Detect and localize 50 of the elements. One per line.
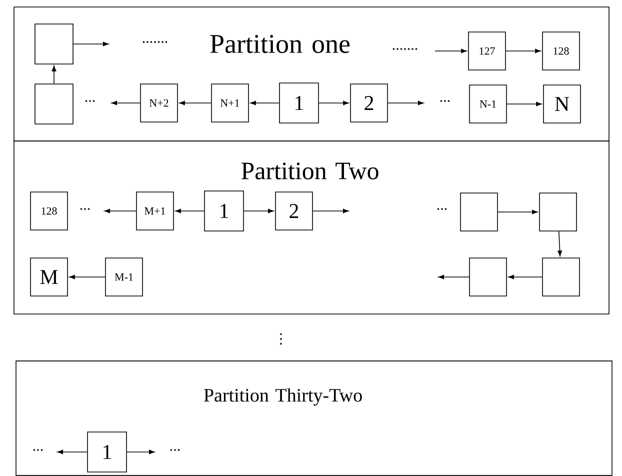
element-box: M bbox=[30, 258, 68, 296]
arrow bbox=[57, 450, 88, 454]
empty-box bbox=[469, 258, 507, 296]
arrow bbox=[104, 208, 136, 214]
arrow bbox=[506, 48, 541, 54]
element-box: 1 bbox=[204, 190, 244, 232]
arrow bbox=[434, 48, 467, 54]
element-box: 1 bbox=[87, 432, 127, 472]
ellipsis: ... bbox=[440, 100, 450, 102]
element-box: 2 bbox=[275, 192, 313, 230]
empty-box bbox=[34, 84, 74, 124]
arrow bbox=[438, 274, 470, 280]
arrow bbox=[126, 450, 155, 454]
ellipsis: ... bbox=[437, 208, 447, 210]
ellipsis: ... bbox=[170, 449, 180, 451]
arrow bbox=[388, 100, 424, 106]
element-box: 128 bbox=[542, 32, 580, 70]
ellipsis: ... bbox=[85, 100, 95, 102]
element-box: N-1 bbox=[469, 84, 507, 124]
ellipsis: ... bbox=[33, 449, 43, 451]
empty-box bbox=[460, 192, 498, 232]
arrow bbox=[250, 100, 280, 106]
element-box: 2 bbox=[350, 84, 388, 122]
element-box: 127 bbox=[468, 32, 506, 70]
arrow bbox=[508, 274, 542, 280]
element-box: M-1 bbox=[105, 258, 143, 296]
element-box: N+1 bbox=[211, 84, 249, 122]
empty-box bbox=[542, 258, 580, 296]
empty-box bbox=[34, 24, 74, 64]
empty-box bbox=[539, 192, 577, 232]
arrow bbox=[73, 42, 109, 46]
arrow bbox=[179, 100, 212, 106]
element-box: 1 bbox=[279, 82, 319, 124]
ellipsis: ⋮ bbox=[280, 333, 282, 345]
arrow bbox=[498, 210, 538, 214]
element-box: M+1 bbox=[136, 192, 174, 230]
arrow bbox=[52, 66, 56, 84]
arrow bbox=[318, 100, 349, 106]
arrow bbox=[175, 208, 204, 214]
element-box: 128 bbox=[30, 192, 68, 230]
arrow bbox=[312, 208, 349, 214]
arrow bbox=[69, 274, 106, 280]
arrow bbox=[506, 102, 542, 106]
arrow bbox=[244, 208, 274, 214]
arrow bbox=[558, 230, 562, 256]
ellipsis: ....... bbox=[142, 41, 168, 43]
element-box: N+2 bbox=[140, 84, 178, 122]
element-box: N bbox=[543, 84, 581, 124]
arrow bbox=[111, 100, 140, 106]
ellipsis: ....... bbox=[392, 48, 418, 50]
